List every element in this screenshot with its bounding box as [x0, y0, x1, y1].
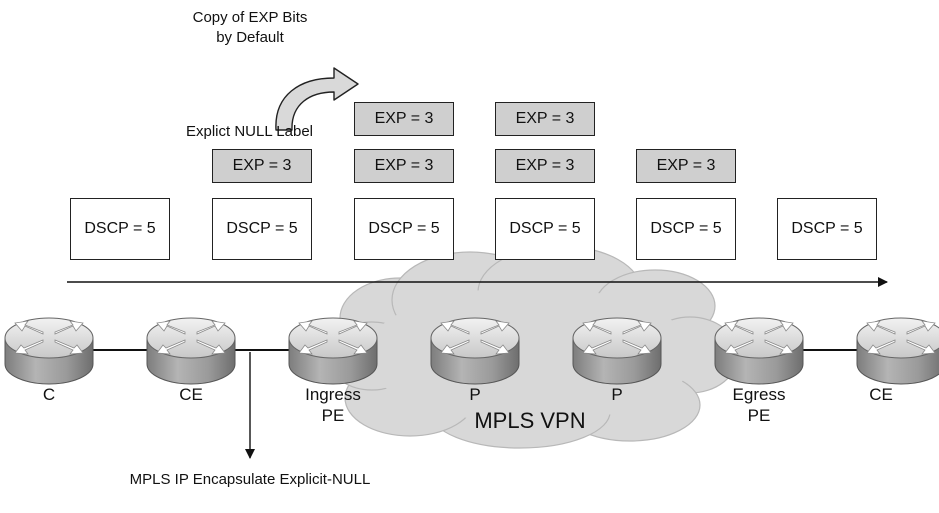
router-icon-p-1 — [430, 317, 520, 385]
mpls-vpn-label: MPLS VPN — [474, 408, 586, 433]
router-label-ingress-pe: Ingress PE — [284, 384, 382, 426]
router-label-egress-pe-line2: PE — [747, 406, 771, 425]
router-icon-p-2 — [572, 317, 662, 385]
copy-exp-note-line2: by Default — [216, 29, 284, 46]
router-label-egress-pe: Egress PE — [710, 384, 808, 426]
encapsulation-note: MPLS IP Encapsulate Explicit-NULL — [129, 471, 371, 488]
router-label-egress-pe-line1: Egress — [732, 385, 786, 404]
dscp-box-3: DSCP = 5 — [354, 198, 454, 260]
dscp-box-5: DSCP = 5 — [636, 198, 736, 260]
dscp-box-6: DSCP = 5 — [777, 198, 877, 260]
router-icon-ce-right — [856, 317, 939, 385]
exp-label-top-1: EXP = 3 — [354, 102, 454, 136]
router-icon-c — [4, 317, 94, 385]
exp-label-bottom-4: EXP = 3 — [636, 149, 736, 183]
router-label-c: C — [0, 384, 98, 405]
router-icon-ingress-pe — [288, 317, 378, 385]
exp-label-bottom-3: EXP = 3 — [495, 149, 595, 183]
copy-exp-note: Copy of EXP Bits by Default — [180, 8, 320, 48]
explicit-null-label: Explict NULL Label — [186, 123, 314, 140]
dscp-box-4: DSCP = 5 — [495, 198, 595, 260]
router-label-ce-left-line1: CE — [179, 385, 203, 404]
router-icon-ce-left — [146, 317, 236, 385]
router-label-p-2: P — [568, 384, 666, 405]
exp-label-top-2: EXP = 3 — [495, 102, 595, 136]
router-label-ce-left: CE — [142, 384, 240, 405]
router-label-ingress-pe-line2: PE — [321, 406, 345, 425]
router-label-ce-right: CE — [832, 384, 930, 405]
exp-label-bottom-2: EXP = 3 — [354, 149, 454, 183]
router-label-p-2-line1: P — [611, 385, 623, 404]
router-label-p-1: P — [426, 384, 524, 405]
router-label-ingress-pe-line1: Ingress — [305, 385, 361, 404]
router-icon-egress-pe — [714, 317, 804, 385]
dscp-box-2: DSCP = 5 — [212, 198, 312, 260]
router-label-p-1-line1: P — [469, 385, 481, 404]
exp-label-bottom-1: EXP = 3 — [212, 149, 312, 183]
router-label-ce-right-line1: CE — [869, 385, 893, 404]
copy-exp-note-line1: Copy of EXP Bits — [192, 9, 308, 26]
dscp-box-1: DSCP = 5 — [70, 198, 170, 260]
router-label-c-line1: C — [42, 385, 56, 404]
curved-arrow-icon — [275, 67, 359, 131]
